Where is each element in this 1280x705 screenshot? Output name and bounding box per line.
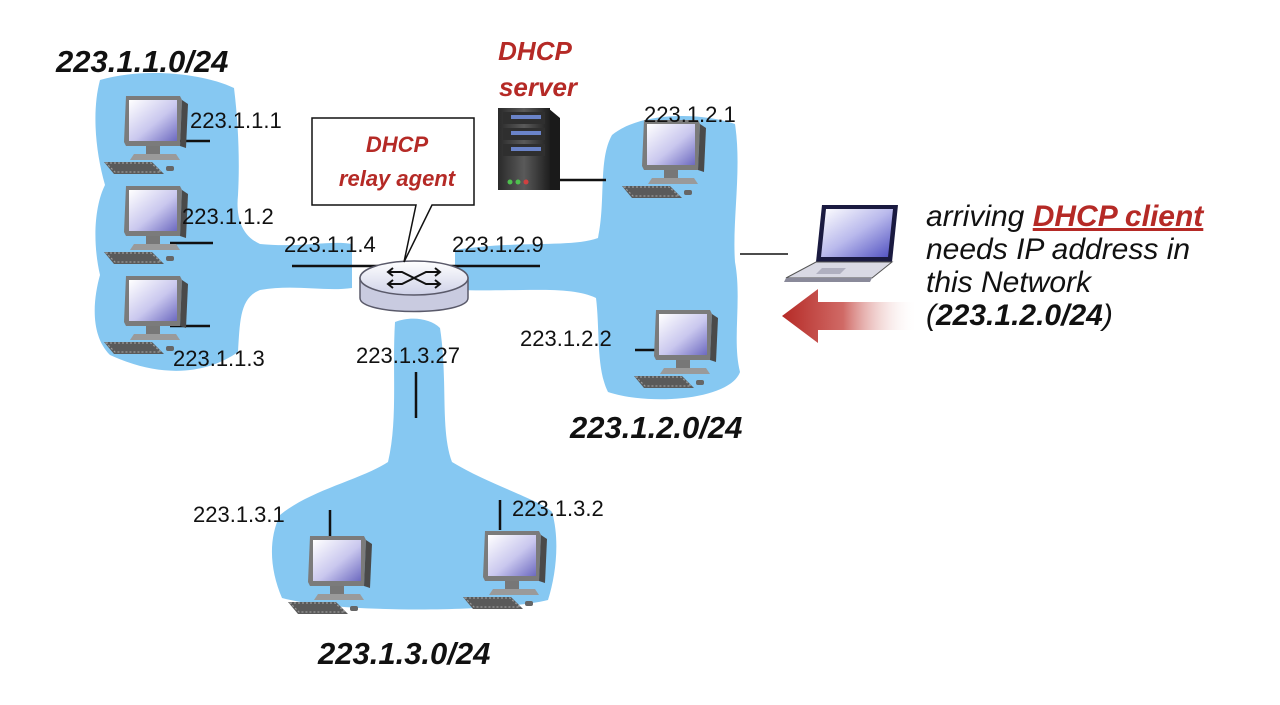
router-interface-label-223-1-1-4: 223.1.1.4	[284, 232, 376, 257]
subnet-223-1-2-0-label: 223.1.2.0/24	[569, 410, 742, 445]
dhcp-server-icon	[498, 108, 560, 190]
ip-label-223-1-2-2: 223.1.2.2	[520, 326, 612, 351]
ip-label-223-1-3-2: 223.1.3.2	[512, 496, 604, 521]
dhcp-client-description: arriving DHCP client needs IP address in…	[926, 200, 1266, 332]
client-text-line2: needs IP address in	[926, 233, 1191, 266]
client-text-line1: arriving DHCP client	[926, 200, 1266, 233]
client-paren-open: (	[926, 299, 936, 332]
subnet-223-1-3-0-label: 223.1.3.0/24	[317, 636, 490, 671]
dhcp-server-label-line2: server	[499, 72, 579, 102]
ip-label-223-1-1-2: 223.1.1.2	[182, 204, 274, 229]
ip-label-223-1-1-3: 223.1.1.3	[173, 346, 265, 371]
arrow-left-icon	[782, 289, 918, 343]
relay-agent-label-line1: DHCP	[366, 132, 429, 157]
ip-label-223-1-1-1: 223.1.1.1	[190, 108, 282, 133]
dhcp-server-label-line1: DHCP	[498, 36, 572, 66]
router-interface-label-223-1-3-27: 223.1.3.27	[356, 343, 460, 368]
relay-agent-label-line2: relay agent	[339, 166, 457, 191]
router-icon	[359, 260, 469, 313]
router-interface-label-223-1-2-9: 223.1.2.9	[452, 232, 544, 257]
ip-label-223-1-2-1: 223.1.2.1	[644, 102, 736, 127]
client-text-line4: (223.1.2.0/24)	[926, 299, 1266, 332]
client-word-arriving: arriving	[926, 200, 1033, 233]
relay-agent-callout: DHCP relay agent	[311, 117, 475, 263]
dhcp-client-keyword: DHCP client	[1032, 200, 1204, 233]
ip-label-223-1-3-1: 223.1.3.1	[193, 502, 285, 527]
client-target-network: 223.1.2.0/24	[936, 299, 1103, 332]
subnet-223-1-1-0-label: 223.1.1.0/24	[55, 44, 228, 79]
dhcp-client-laptop-icon	[784, 205, 898, 282]
client-paren-close: )	[1102, 299, 1113, 332]
client-text-line3: this Network	[926, 266, 1092, 299]
